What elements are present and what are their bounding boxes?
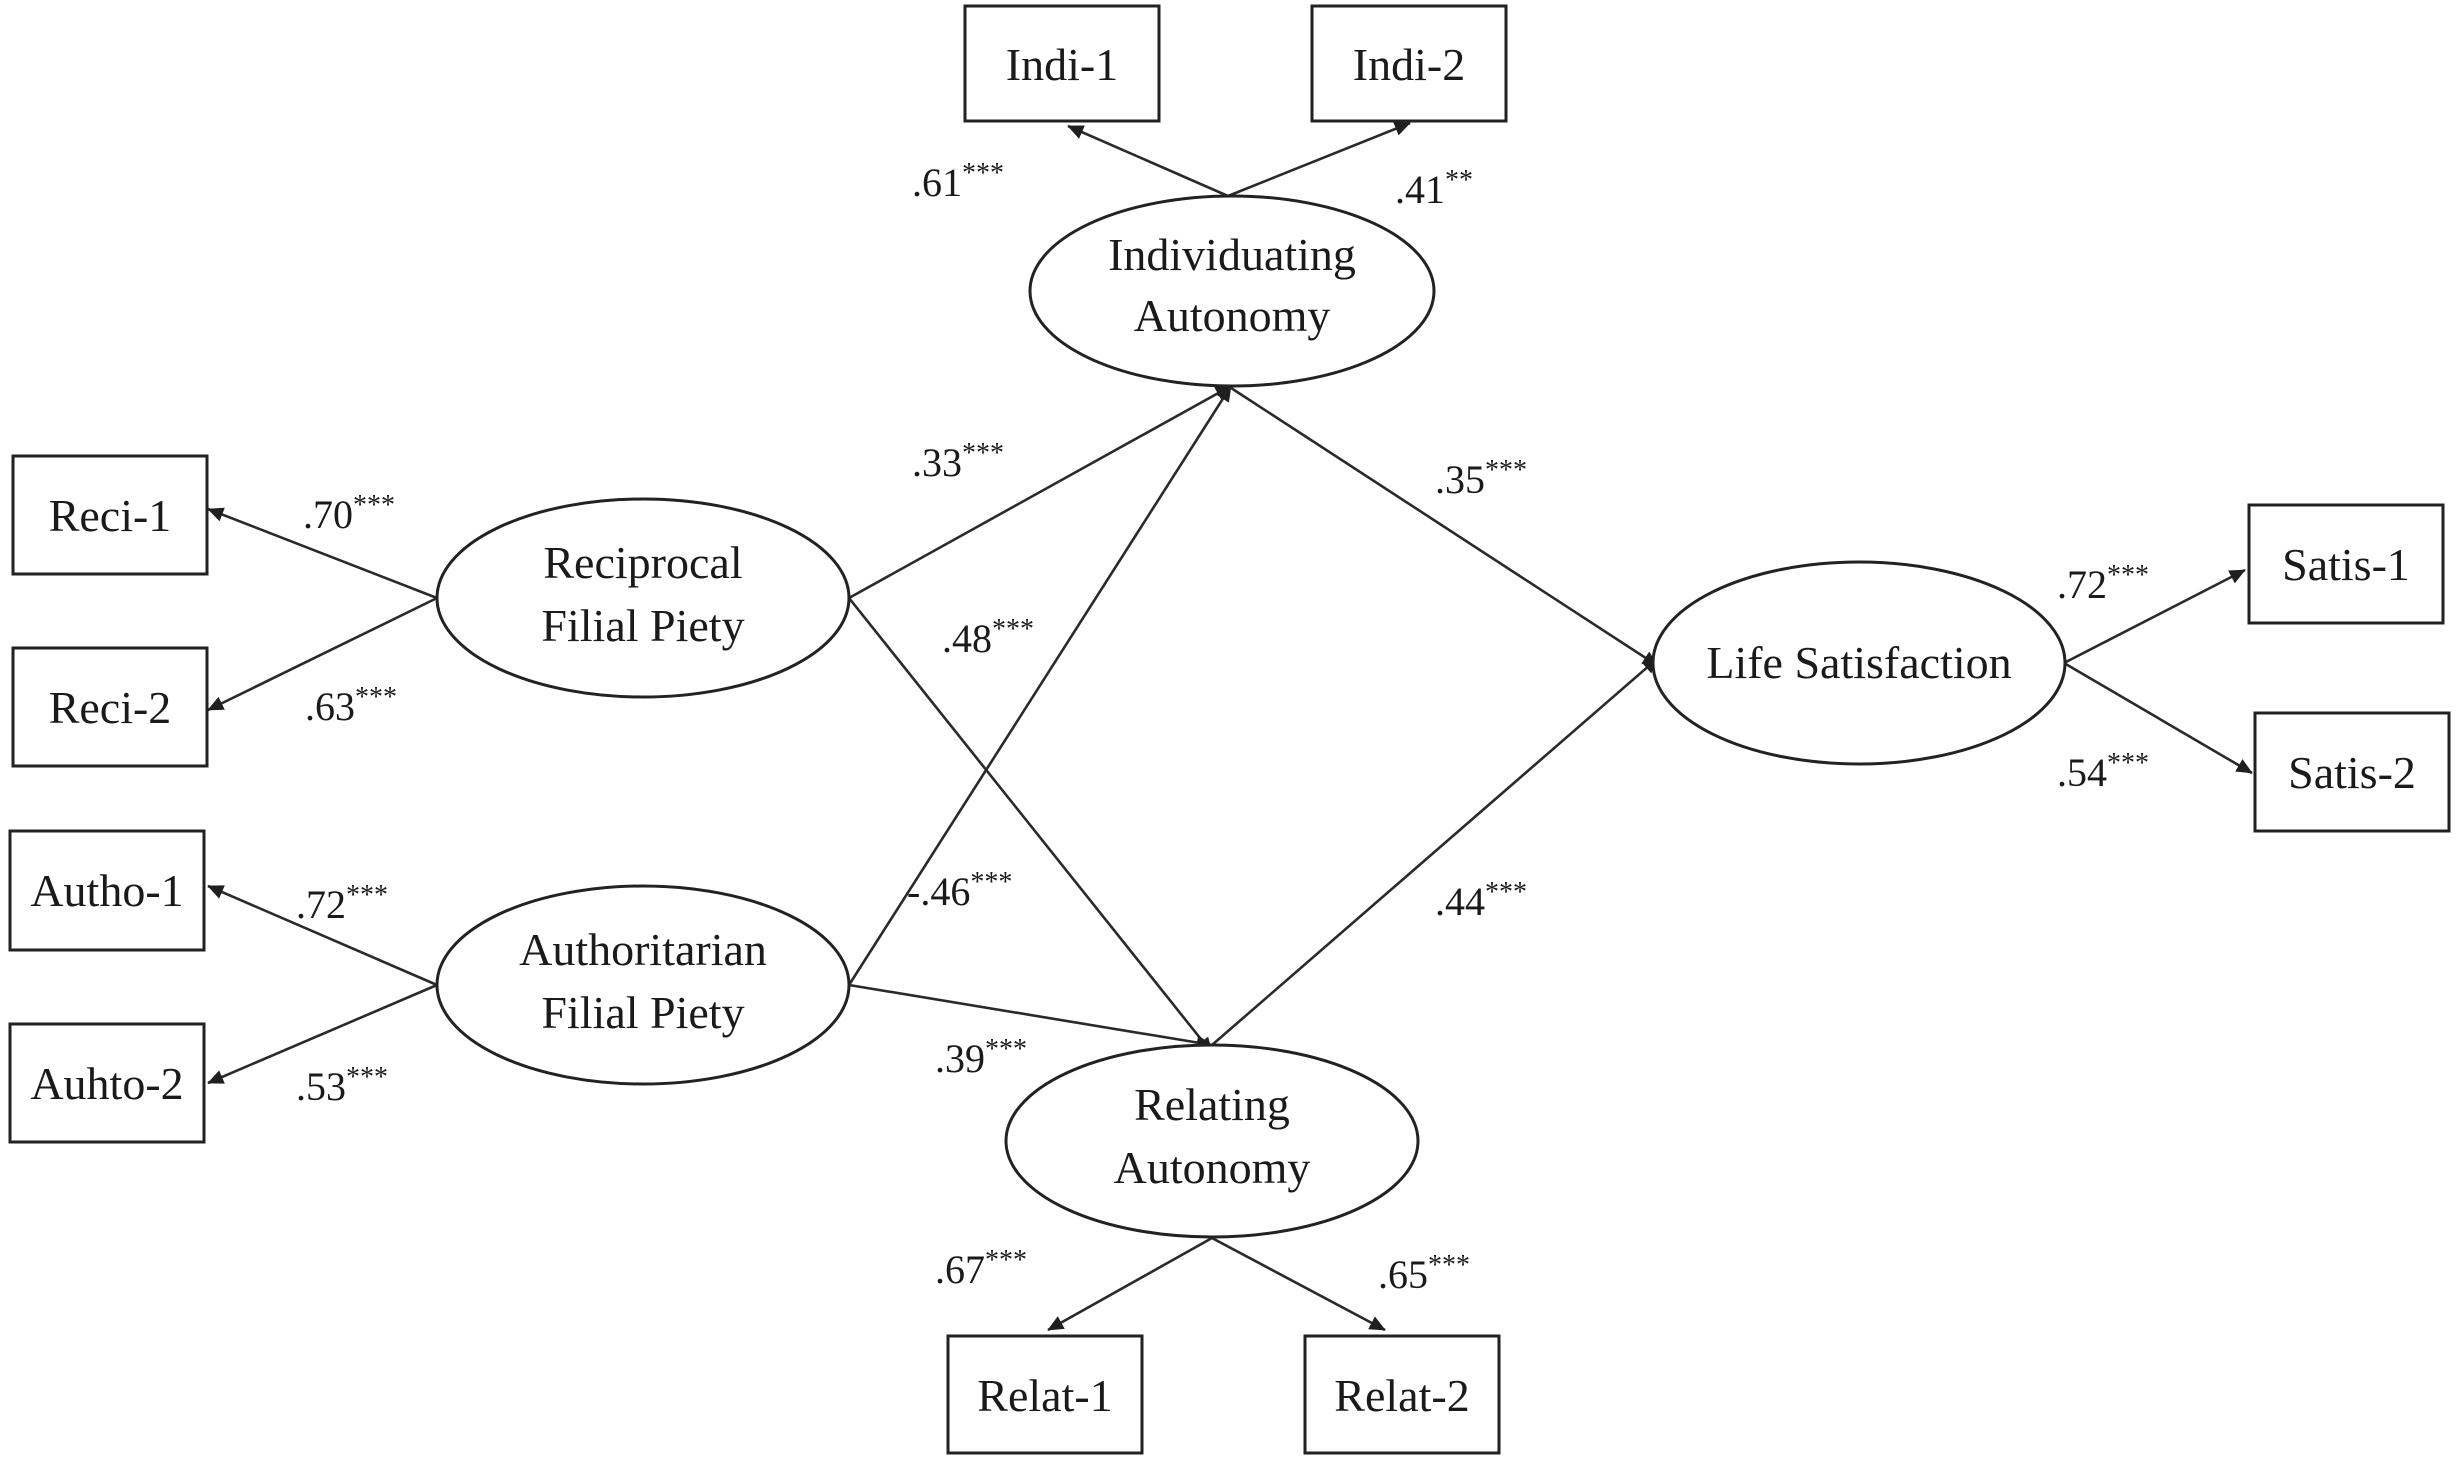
loading-coef-satis-2: .54*** bbox=[2057, 748, 2149, 795]
indicator-satis-2: Satis-2 bbox=[2253, 711, 2451, 833]
path-arrow-reciprocal-to-individuating bbox=[848, 384, 1232, 600]
latent-label-reciprocal-line1: Reciprocal bbox=[543, 537, 742, 588]
loading-coef-autho-2: .53*** bbox=[296, 1062, 388, 1109]
indicator-indi-1: Indi-1 bbox=[963, 4, 1161, 123]
path-coef-individuating-life: .35*** bbox=[1435, 455, 1527, 502]
latent-reciprocal-filial-piety: Reciprocal Filial Piety bbox=[435, 497, 851, 699]
path-coef-authoritarian-individuating: .48*** bbox=[942, 614, 1034, 661]
loading-coef-satis-1: .72*** bbox=[2057, 560, 2149, 607]
indicator-relat-2: Relat-2 bbox=[1303, 1334, 1501, 1455]
indicator-autho-2: Auhto-2 bbox=[8, 1022, 206, 1144]
loading-coef-relat-2: .65*** bbox=[1378, 1250, 1470, 1297]
latent-life-satisfaction: Life Satisfaction bbox=[1651, 560, 2067, 766]
loading-coef-relat-1: .67*** bbox=[935, 1245, 1027, 1292]
loading-coef-indi-2: .41** bbox=[1395, 165, 1473, 212]
latent-label-authoritarian-line2: Filial Piety bbox=[541, 987, 744, 1038]
path-arrow-authoritarian-to-relating bbox=[848, 983, 1213, 1050]
loading-arrow-autho-2 bbox=[207, 983, 438, 1085]
latent-label-relating-line1: Relating bbox=[1134, 1079, 1290, 1130]
indicator-reci-2: Reci-2 bbox=[11, 646, 209, 768]
path-coef-reciprocal-individuating: .33*** bbox=[912, 438, 1004, 485]
loading-coef-reci-2: .63*** bbox=[305, 682, 397, 729]
loading-coef-indi-1: .61*** bbox=[912, 158, 1004, 205]
loading-arrow-indi-2 bbox=[1227, 121, 1411, 198]
path-arrow-reciprocal-to-relating bbox=[847, 597, 1214, 1054]
indicator-label-autho-2: Auhto-2 bbox=[30, 1058, 183, 1109]
indicator-label-satis-1: Satis-1 bbox=[2282, 539, 2410, 590]
indicator-relat-1: Relat-1 bbox=[946, 1334, 1144, 1455]
edges bbox=[207, 121, 2253, 1332]
latent-label-authoritarian-line1: Authoritarian bbox=[519, 924, 767, 975]
latent-label-reciprocal-line2: Filial Piety bbox=[541, 600, 744, 651]
latent-relating-autonomy: Relating Autonomy bbox=[1004, 1043, 1420, 1239]
indicator-label-relat-1: Relat-1 bbox=[977, 1370, 1112, 1421]
indicator-label-indi-1: Indi-1 bbox=[1006, 39, 1118, 90]
indicator-reci-1: Reci-1 bbox=[11, 454, 209, 576]
latent-individuating-autonomy: Individuating Autonomy bbox=[1028, 194, 1436, 388]
loading-arrow-autho-1 bbox=[207, 884, 438, 987]
latent-label-life-satisfaction: Life Satisfaction bbox=[1706, 637, 2011, 688]
loading-arrow-indi-1 bbox=[1067, 124, 1229, 198]
path-coef-authoritarian-relating: .39*** bbox=[935, 1034, 1027, 1081]
latent-label-relating-line2: Autonomy bbox=[1114, 1142, 1311, 1193]
latent-label-individuating-line1: Individuating bbox=[1108, 229, 1356, 280]
indicator-label-autho-1: Autho-1 bbox=[30, 865, 183, 916]
loading-arrow-reci-1 bbox=[207, 507, 438, 600]
latent-authoritarian-filial-piety: Authoritarian Filial Piety bbox=[435, 884, 851, 1086]
loading-coef-reci-1: .70*** bbox=[303, 490, 395, 537]
path-arrow-authoritarian-to-individuating bbox=[847, 385, 1233, 986]
indicator-label-reci-1: Reci-1 bbox=[49, 490, 172, 541]
indicator-label-reci-2: Reci-2 bbox=[49, 682, 172, 733]
indicator-label-satis-2: Satis-2 bbox=[2288, 747, 2416, 798]
indicator-satis-1: Satis-1 bbox=[2247, 503, 2445, 625]
indicator-indi-2: Indi-2 bbox=[1310, 4, 1508, 123]
loading-coef-autho-1: .72*** bbox=[296, 880, 388, 927]
path-coef-reciprocal-relating: -.46*** bbox=[907, 867, 1012, 914]
path-arrow-relating-to-life bbox=[1211, 657, 1659, 1046]
latent-label-individuating-line2: Autonomy bbox=[1134, 290, 1331, 341]
loading-arrow-reci-2 bbox=[207, 596, 438, 712]
indicator-autho-1: Autho-1 bbox=[8, 829, 206, 952]
loading-arrow-satis-1 bbox=[2063, 568, 2246, 665]
coefficients: .61*** .41** .70*** .63*** .72*** .53***… bbox=[296, 158, 2149, 1297]
loading-arrow-relat-1 bbox=[1047, 1236, 1213, 1332]
loading-arrow-satis-2 bbox=[2063, 661, 2253, 775]
path-arrow-individuating-to-life bbox=[1227, 384, 1659, 668]
indicator-label-indi-2: Indi-2 bbox=[1353, 39, 1465, 90]
indicator-label-relat-2: Relat-2 bbox=[1334, 1370, 1469, 1421]
loading-arrow-relat-2 bbox=[1211, 1236, 1386, 1332]
path-coef-relating-life: .44*** bbox=[1435, 877, 1527, 924]
